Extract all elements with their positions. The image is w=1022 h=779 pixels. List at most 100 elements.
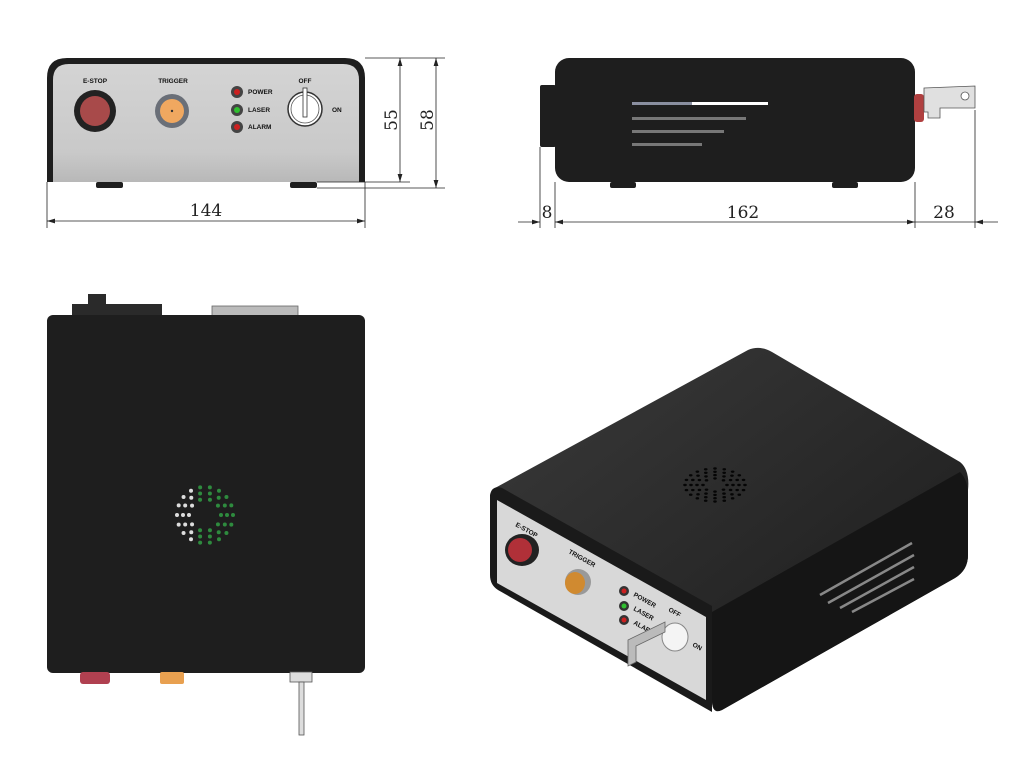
vent-dot (222, 522, 227, 527)
vent-dot (730, 493, 734, 496)
dim-key-28: 28 (933, 203, 955, 223)
top-view (47, 294, 365, 736)
top-housing (47, 315, 365, 673)
top-key (298, 681, 305, 736)
vent-dot (735, 488, 739, 492)
vent-dot (722, 471, 726, 475)
vent-dot (704, 492, 708, 495)
vent-dot (684, 478, 689, 482)
vent-dot (696, 474, 700, 477)
vent-dot (741, 488, 746, 492)
iso-key-switch (661, 622, 689, 652)
vent-dots (175, 485, 235, 545)
vent-dot (722, 492, 726, 495)
vent-dot (198, 534, 203, 539)
vent-dot (207, 540, 212, 545)
side-key (923, 85, 976, 119)
vent-dot (730, 497, 735, 500)
dim-height-58: 58 (418, 109, 438, 131)
top-keyswitch (289, 671, 313, 683)
vent-dot (689, 483, 693, 487)
dim-knob-8: 8 (542, 203, 553, 223)
vent-dot (181, 495, 186, 500)
vent-dot (730, 470, 735, 473)
vent-dot (198, 485, 203, 490)
vent-slots (632, 102, 768, 146)
vent-dot (683, 483, 687, 487)
vent-dot (722, 499, 727, 502)
vent-dot (215, 522, 220, 527)
vent-dot (713, 473, 717, 477)
vent-dot (696, 493, 700, 496)
vent-dot (207, 491, 212, 496)
vent-dot (697, 478, 702, 482)
vent-dot (713, 490, 717, 493)
foot (290, 182, 317, 188)
vent-dot (691, 478, 695, 482)
trigger-label: TRIGGER (158, 78, 188, 85)
vent-dot (198, 528, 203, 533)
vent-dot (737, 493, 742, 496)
vent-dot (688, 474, 693, 477)
vent-dot (189, 530, 194, 535)
vent-dot (688, 493, 693, 496)
vent-dot (181, 513, 185, 517)
vent-dot (704, 479, 709, 482)
vent-dot (722, 495, 726, 499)
vent-dot (713, 477, 717, 480)
vent-dot (229, 503, 234, 508)
vent-dot (217, 488, 221, 493)
laser-label: LASER (248, 107, 270, 114)
dim-length-162: 162 (727, 203, 759, 223)
vent-dot (721, 479, 726, 482)
iso-key (627, 621, 666, 667)
alarm-label: ALARM (248, 124, 271, 131)
iso-side-vents (819, 541, 915, 614)
vent-dot (728, 478, 733, 482)
vent-dot (721, 488, 726, 491)
vent-dot (207, 497, 212, 502)
vent-dot (722, 475, 726, 478)
vent-dot (737, 474, 742, 477)
vent-dot (713, 467, 717, 470)
vent-dot (741, 478, 746, 482)
vent-dot (189, 495, 194, 500)
rear-connector (72, 304, 162, 318)
side-knob (540, 85, 556, 147)
vent-dot (215, 503, 220, 508)
vent-dot (219, 513, 223, 517)
side-view: 8 162 28 (518, 58, 998, 228)
iso-side (712, 472, 968, 711)
iso-view: E-STOP TRIGGER POWER LASER ALAR OFF ON (490, 347, 969, 712)
vent-dot (703, 499, 708, 502)
iso-estop-button (508, 538, 532, 562)
vent-dot (695, 497, 700, 500)
vent-dot (695, 470, 700, 473)
iso-front-panel (497, 500, 706, 700)
off-label: OFF (299, 78, 312, 85)
vent-dot (731, 483, 735, 487)
iso-on-label: ON (691, 642, 703, 653)
iso-trigger-connector (565, 572, 585, 594)
vent-dot (713, 470, 717, 473)
vent-dot (207, 485, 212, 490)
vent-dot (198, 540, 203, 545)
dim-height-55: 55 (382, 109, 402, 131)
vent-dot (743, 483, 747, 487)
vent-dot (697, 488, 702, 492)
vent-dot (176, 522, 181, 527)
vent-dot (725, 483, 729, 487)
vent-dot (713, 497, 717, 500)
side-estop (914, 94, 924, 122)
vent-dot (207, 528, 212, 533)
dim-width-144: 144 (190, 201, 222, 221)
vent-dot (198, 497, 203, 502)
vent-dot (722, 468, 727, 471)
vent-dot (704, 495, 708, 499)
vent-dot (187, 513, 191, 517)
vent-dot (222, 503, 227, 508)
led-power (231, 86, 243, 98)
vent-dot (183, 522, 188, 527)
vent-dot (183, 503, 188, 508)
